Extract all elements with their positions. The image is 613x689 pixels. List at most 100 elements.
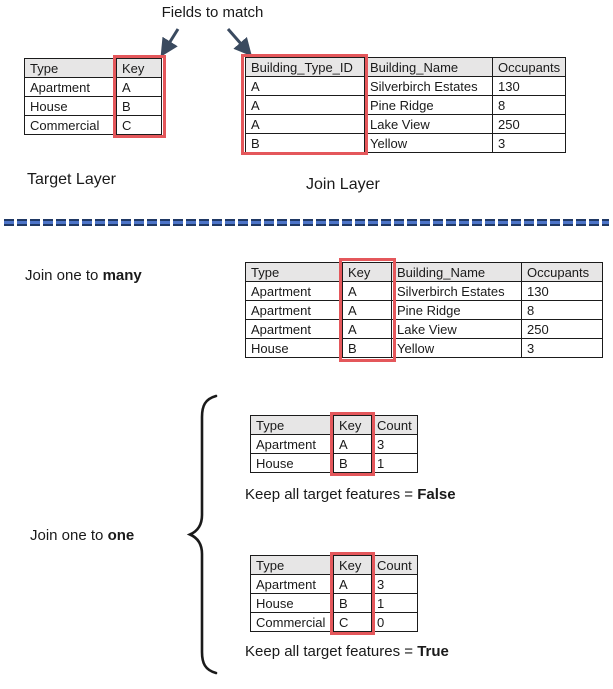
cell: 3 [521,338,603,358]
cell: 8 [492,95,566,115]
fields-to-match-label: Fields to match [161,4,264,21]
cell: A [245,76,365,96]
column-header: Building_Type_ID [245,57,365,77]
cell: Lake View [391,319,522,339]
table-row: Commercial C [24,115,162,135]
table-row: House B 1 [250,593,418,613]
column-header: Count [371,415,418,435]
one-to-one-true-table: Type Key Count Apartment A 3 House B 1 C… [250,552,418,635]
label-text: Join one to [25,267,103,284]
cell: Apartment [250,574,334,594]
cell: A [342,281,392,301]
cell: C [333,612,372,632]
target-layer-label: Target Layer [27,171,116,188]
join-layer-table: Building_Type_ID Building_Name Occupants… [241,54,566,155]
column-header: Count [371,555,418,575]
table-row: B Yellow 3 [245,133,566,153]
column-header: Key [333,555,372,575]
fields-to-match-arrows [160,28,252,57]
keep-true-caption: Keep all target features = True [245,643,449,660]
table-row: Apartment A 3 [250,434,418,454]
table-row: House B [24,96,162,116]
column-header: Occupants [521,262,603,282]
table-row: A Lake View 250 [245,114,566,134]
cell: 250 [521,319,603,339]
cell: Pine Ridge [391,300,522,320]
cell: B [116,96,162,116]
table-row: Commercial C 0 [250,612,418,632]
cell: C [116,115,162,135]
cell: A [116,77,162,97]
caption-text: Keep all target features = [245,643,418,660]
column-header: Type [245,262,343,282]
cell: 0 [371,612,418,632]
cell: B [333,593,372,613]
label-text-bold: many [102,267,142,284]
cell: Silverbirch Estates [391,281,522,301]
cell: A [333,434,372,454]
cell: B [245,133,365,153]
one-to-one-false-table: Type Key Count Apartment A 3 House B 1 [250,412,418,476]
table-row: Apartment A 3 [250,574,418,594]
cell: Commercial [250,612,334,632]
caption-text: Keep all target features = [245,486,418,503]
cell: A [245,95,365,115]
column-header: Type [24,58,117,78]
cell: A [342,300,392,320]
column-header: Key [342,262,392,282]
cell: Lake View [364,114,493,134]
cell: House [250,453,334,473]
table-row: A Silverbirch Estates 130 [245,76,566,96]
column-header: Type [250,415,334,435]
cell: Apartment [250,434,334,454]
cell: Yellow [391,338,522,358]
section-divider [4,219,609,227]
cell: A [333,574,372,594]
join-one-to-many-label: Join one to many [25,267,142,284]
caption-text-bold: False [417,486,456,503]
cell: 3 [371,574,418,594]
cell: 130 [521,281,603,301]
curly-brace-icon [186,394,218,675]
cell: B [333,453,372,473]
column-header: Building_Name [391,262,522,282]
cell: 130 [492,76,566,96]
cell: 1 [371,593,418,613]
table-row: House B Yellow 3 [245,338,603,358]
cell: 250 [492,114,566,134]
column-header: Key [116,58,162,78]
column-header: Occupants [492,57,566,77]
cell: B [342,338,392,358]
arrow-right-icon [226,28,252,57]
keep-false-caption: Keep all target features = False [245,486,456,503]
cell: 1 [371,453,418,473]
cell: Apartment [24,77,117,97]
cell: 3 [492,133,566,153]
arrow-left-icon [160,28,180,57]
cell: Apartment [245,281,343,301]
label-text: Join one to [30,527,108,544]
target-layer-table: Type Key Apartment A House B Commercial … [24,55,166,138]
cell: Commercial [24,115,117,135]
cell: Apartment [245,300,343,320]
cell: House [245,338,343,358]
table-row: House B 1 [250,453,418,473]
cell: Apartment [245,319,343,339]
cell: A [245,114,365,134]
table-row: A Pine Ridge 8 [245,95,566,115]
cell: A [342,319,392,339]
column-header: Building_Name [364,57,493,77]
join-one-to-one-label: Join one to one [30,527,134,544]
table-row: Apartment A Pine Ridge 8 [245,300,603,320]
table-row: Apartment A [24,77,162,97]
caption-text-bold: True [417,643,449,660]
table-row: Apartment A Lake View 250 [245,319,603,339]
table-row: Apartment A Silverbirch Estates 130 [245,281,603,301]
label-text-bold: one [107,527,135,544]
cell: House [250,593,334,613]
cell: Yellow [364,133,493,153]
one-to-many-table: Type Key Building_Name Occupants Apartme… [245,258,603,362]
cell: Silverbirch Estates [364,76,493,96]
column-header: Key [333,415,372,435]
cell: 3 [371,434,418,454]
